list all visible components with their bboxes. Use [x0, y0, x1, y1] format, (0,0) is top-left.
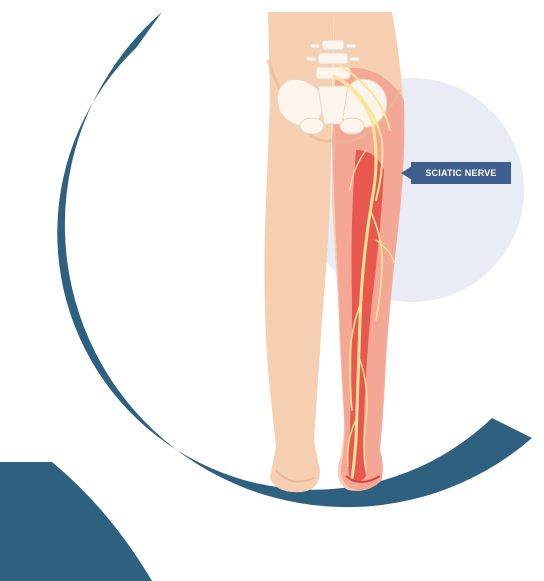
- decorative-corner-block: [0, 462, 152, 581]
- sciatic-nerve-label: SCIATIC NERVE: [411, 162, 511, 184]
